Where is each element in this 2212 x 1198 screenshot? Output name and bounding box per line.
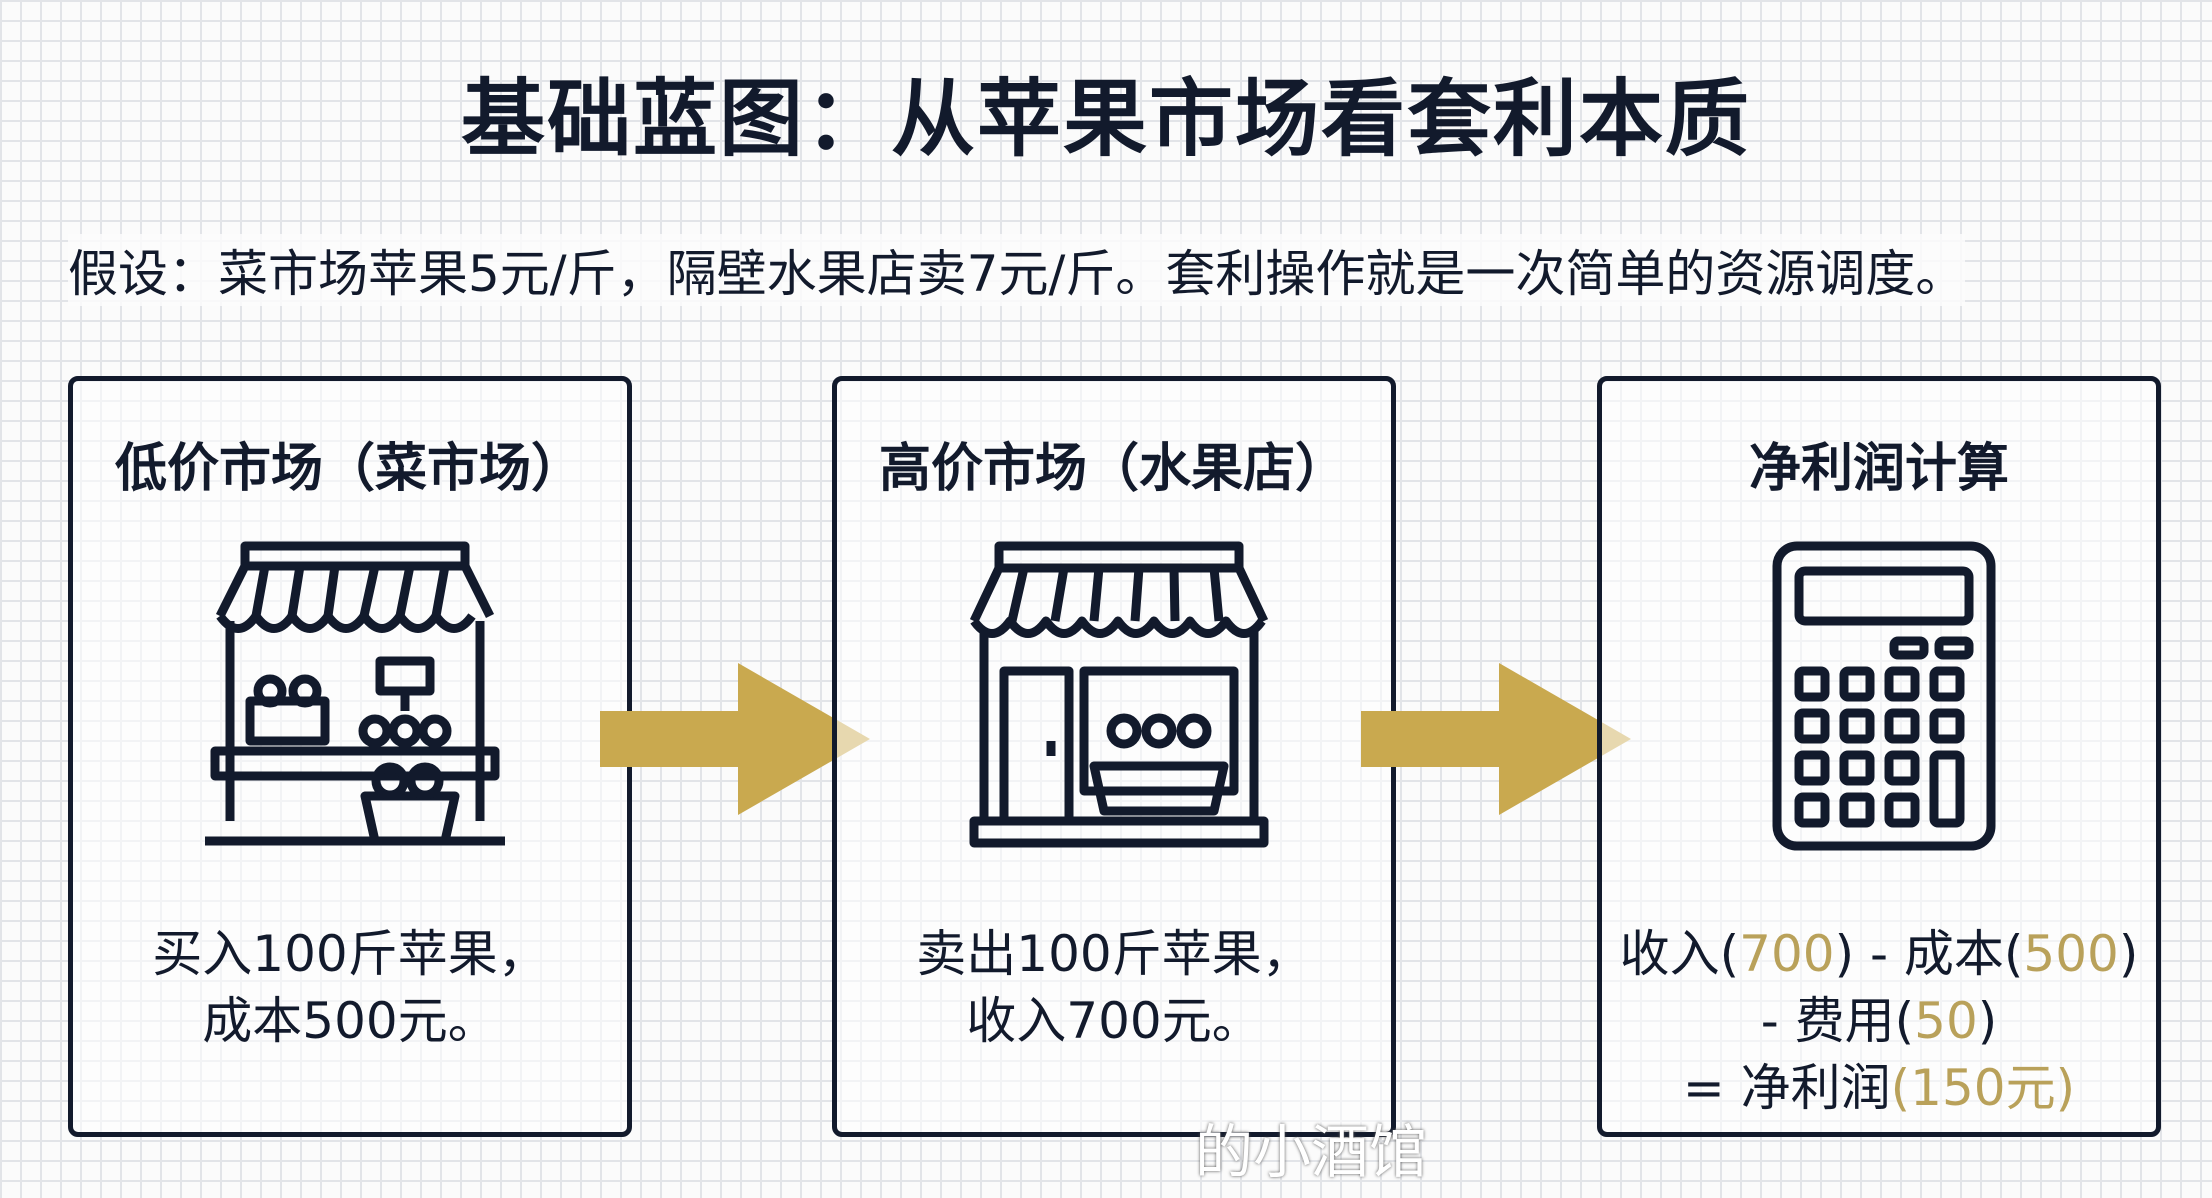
formula-line: 收入(700) - 成本(500)	[1602, 921, 2156, 988]
card-heading: 净利润计算	[1748, 439, 2009, 499]
description-line: 卖出100斤苹果，	[916, 925, 1312, 983]
cost-value: 500	[2023, 925, 2119, 983]
page-title: 基础蓝图：从苹果市场看套利本质	[460, 70, 1751, 168]
card-low-price-market: 低价市场（菜市场） 买入100斤苹果， 成本500元。	[68, 376, 632, 1137]
watermark: 的小酒馆	[1195, 1118, 1428, 1186]
arrow-right-icon	[1361, 663, 1631, 815]
card-description: 买入100斤苹果， 成本500元。	[73, 921, 627, 1055]
card-heading: 低价市场（菜市场）	[115, 439, 584, 499]
formula-text: ) - 成本(	[1834, 925, 2024, 983]
card-heading: 高价市场（水果店）	[879, 439, 1348, 499]
formula-text: 收入(	[1619, 925, 1740, 983]
formula-text: )	[2118, 925, 2139, 983]
formula-line: = 净利润(150元)	[1602, 1055, 2156, 1122]
fee-value: 50	[1914, 992, 1978, 1050]
description-line: 成本500元。	[202, 992, 498, 1050]
card-net-profit: 净利润计算 收入(700) - 成本(500) - 费用(50) = 净利润(1…	[1597, 376, 2161, 1137]
description-line: 收入700元。	[966, 992, 1262, 1050]
card-description: 卖出100斤苹果， 收入700元。	[837, 921, 1391, 1055]
net-profit-value: (150元)	[1890, 1059, 2076, 1117]
formula-line: - 费用(50)	[1602, 988, 2156, 1055]
arrow-right-icon	[600, 663, 870, 815]
formula-text: = 净利润	[1682, 1059, 1891, 1117]
revenue-value: 700	[1739, 925, 1835, 983]
formula-text: )	[1977, 992, 1998, 1050]
description-line: 买入100斤苹果，	[152, 925, 548, 983]
card-high-price-market: 高价市场（水果店） 卖出100斤苹果， 收入700元。	[832, 376, 1396, 1137]
assumption-text: 假设：菜市场苹果5元/斤，隔壁水果店卖7元/斤。套利操作就是一次简单的资源调度。	[68, 234, 1966, 306]
profit-formula: 收入(700) - 成本(500) - 费用(50) = 净利润(150元)	[1602, 921, 2156, 1122]
market-stall-icon	[205, 541, 505, 846]
formula-text: - 费用(	[1760, 992, 1915, 1050]
fruit-shop-icon	[969, 541, 1269, 848]
calculator-icon	[1772, 541, 1996, 851]
